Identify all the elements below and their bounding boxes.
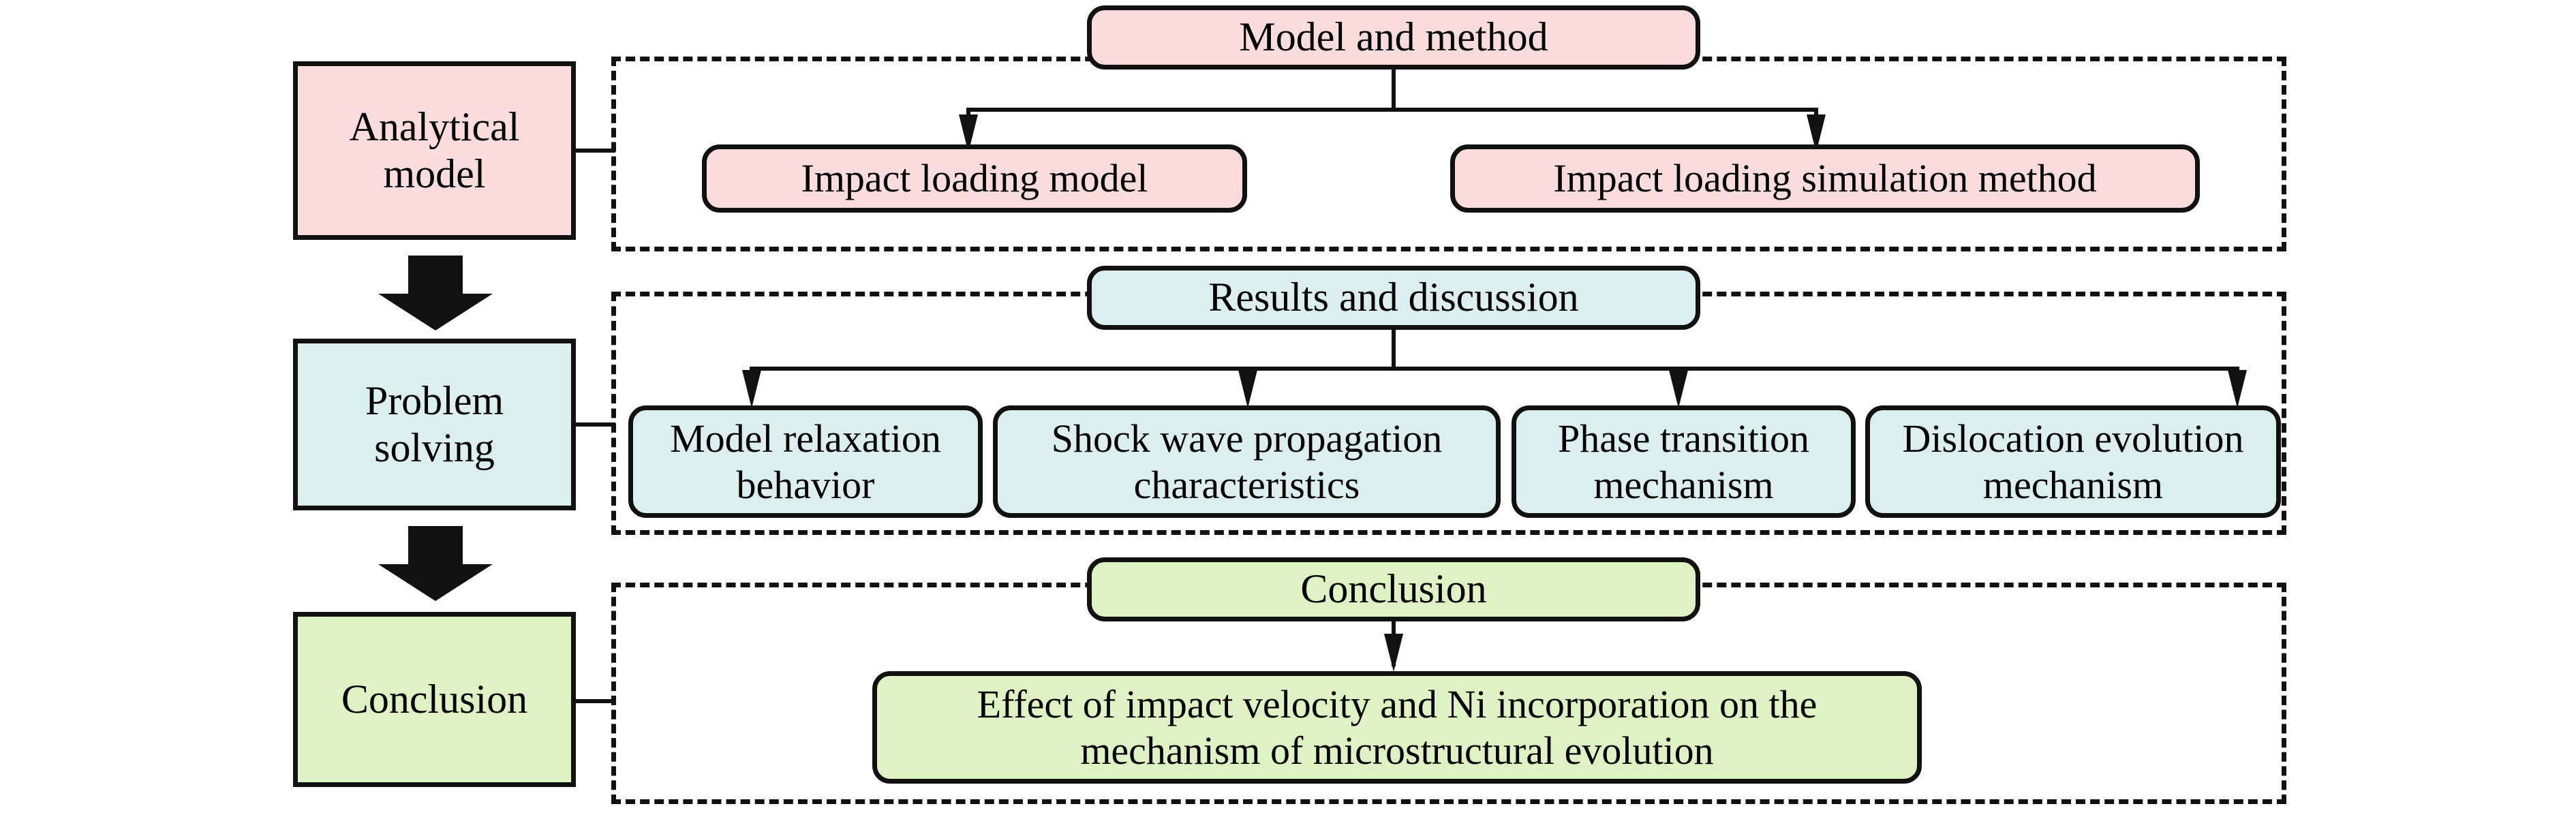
section-header-label: Conclusion xyxy=(1300,566,1487,612)
node-label-line2: mechanism xyxy=(1593,462,1774,507)
connector-problem-to-panel xyxy=(576,422,615,427)
node-label-line2: on the mechanism of microstructural evol… xyxy=(1080,682,1818,773)
section-header-label: Model and method xyxy=(1239,14,1548,60)
stage-label-line1: Problem xyxy=(365,378,504,423)
connector-analytical-to-panel xyxy=(576,149,615,153)
section-header-label: Results and discussion xyxy=(1208,275,1579,320)
node-label: Impact loading simulation method xyxy=(1553,156,2097,201)
node-model-relaxation-behavior[interactable]: Model relaxation behavior xyxy=(628,405,983,518)
node-dislocation-evolution-mechanism[interactable]: Dislocation evolution mechanism xyxy=(1865,405,2281,518)
stage-box-conclusion[interactable]: Conclusion xyxy=(293,612,576,787)
node-label-line1: Phase transition xyxy=(1558,416,1809,461)
stage-box-problem-solving[interactable]: Problem solving xyxy=(293,339,576,510)
stage-box-analytical-model[interactable]: Analytical model xyxy=(293,61,576,240)
section-header-results-and-discussion[interactable]: Results and discussion xyxy=(1087,266,1700,330)
stage-label-line2: solving xyxy=(374,425,495,470)
node-label-line1: Shock wave xyxy=(1051,416,1244,461)
node-impact-loading-model[interactable]: Impact loading model xyxy=(702,144,1247,213)
stage-label-line1: Conclusion xyxy=(341,677,528,722)
node-label: Impact loading model xyxy=(801,156,1148,201)
stage-label-line1: Analytical xyxy=(349,104,520,149)
stage-label-line2: model xyxy=(383,151,486,196)
block-arrow-analytical-to-problem xyxy=(378,256,493,330)
arrowhead-2-1 xyxy=(742,370,761,408)
arrowhead-2-4 xyxy=(2228,370,2247,408)
node-label-line2: behavior xyxy=(736,462,875,507)
arrowhead-2-3 xyxy=(1669,370,1688,408)
connector-conclusion-to-panel xyxy=(576,699,615,703)
node-phase-transition-mechanism[interactable]: Phase transition mechanism xyxy=(1512,405,1856,518)
connector-trunk-1 xyxy=(1392,68,1396,110)
node-shock-wave-propagation-characteristics[interactable]: Shock wave propagation characteristics xyxy=(993,405,1501,518)
section-header-model-and-method[interactable]: Model and method xyxy=(1087,5,1700,70)
node-label-line2: evolution mechanism xyxy=(1982,416,2244,507)
node-label-line1: Model relaxation xyxy=(670,416,941,461)
node-effect-of-impact-velocity[interactable]: Effect of impact velocity and Ni incorpo… xyxy=(872,671,1922,784)
arrowhead-3-1 xyxy=(1384,634,1403,672)
node-label-line1: Effect of impact velocity and Ni incorpo… xyxy=(977,682,1710,727)
node-label-line1: Dislocation xyxy=(1902,416,2085,461)
connector-bus-1 xyxy=(966,108,1818,112)
arrowhead-2-2 xyxy=(1238,370,1257,408)
node-label-line2: propagation characteristics xyxy=(1133,416,1443,507)
connector-trunk-2 xyxy=(1392,328,1396,368)
connector-bus-2 xyxy=(750,367,2239,371)
node-impact-loading-simulation-method[interactable]: Impact loading simulation method xyxy=(1450,144,2200,213)
block-arrow-problem-to-conclusion xyxy=(378,526,493,601)
section-header-conclusion[interactable]: Conclusion xyxy=(1087,557,1700,621)
